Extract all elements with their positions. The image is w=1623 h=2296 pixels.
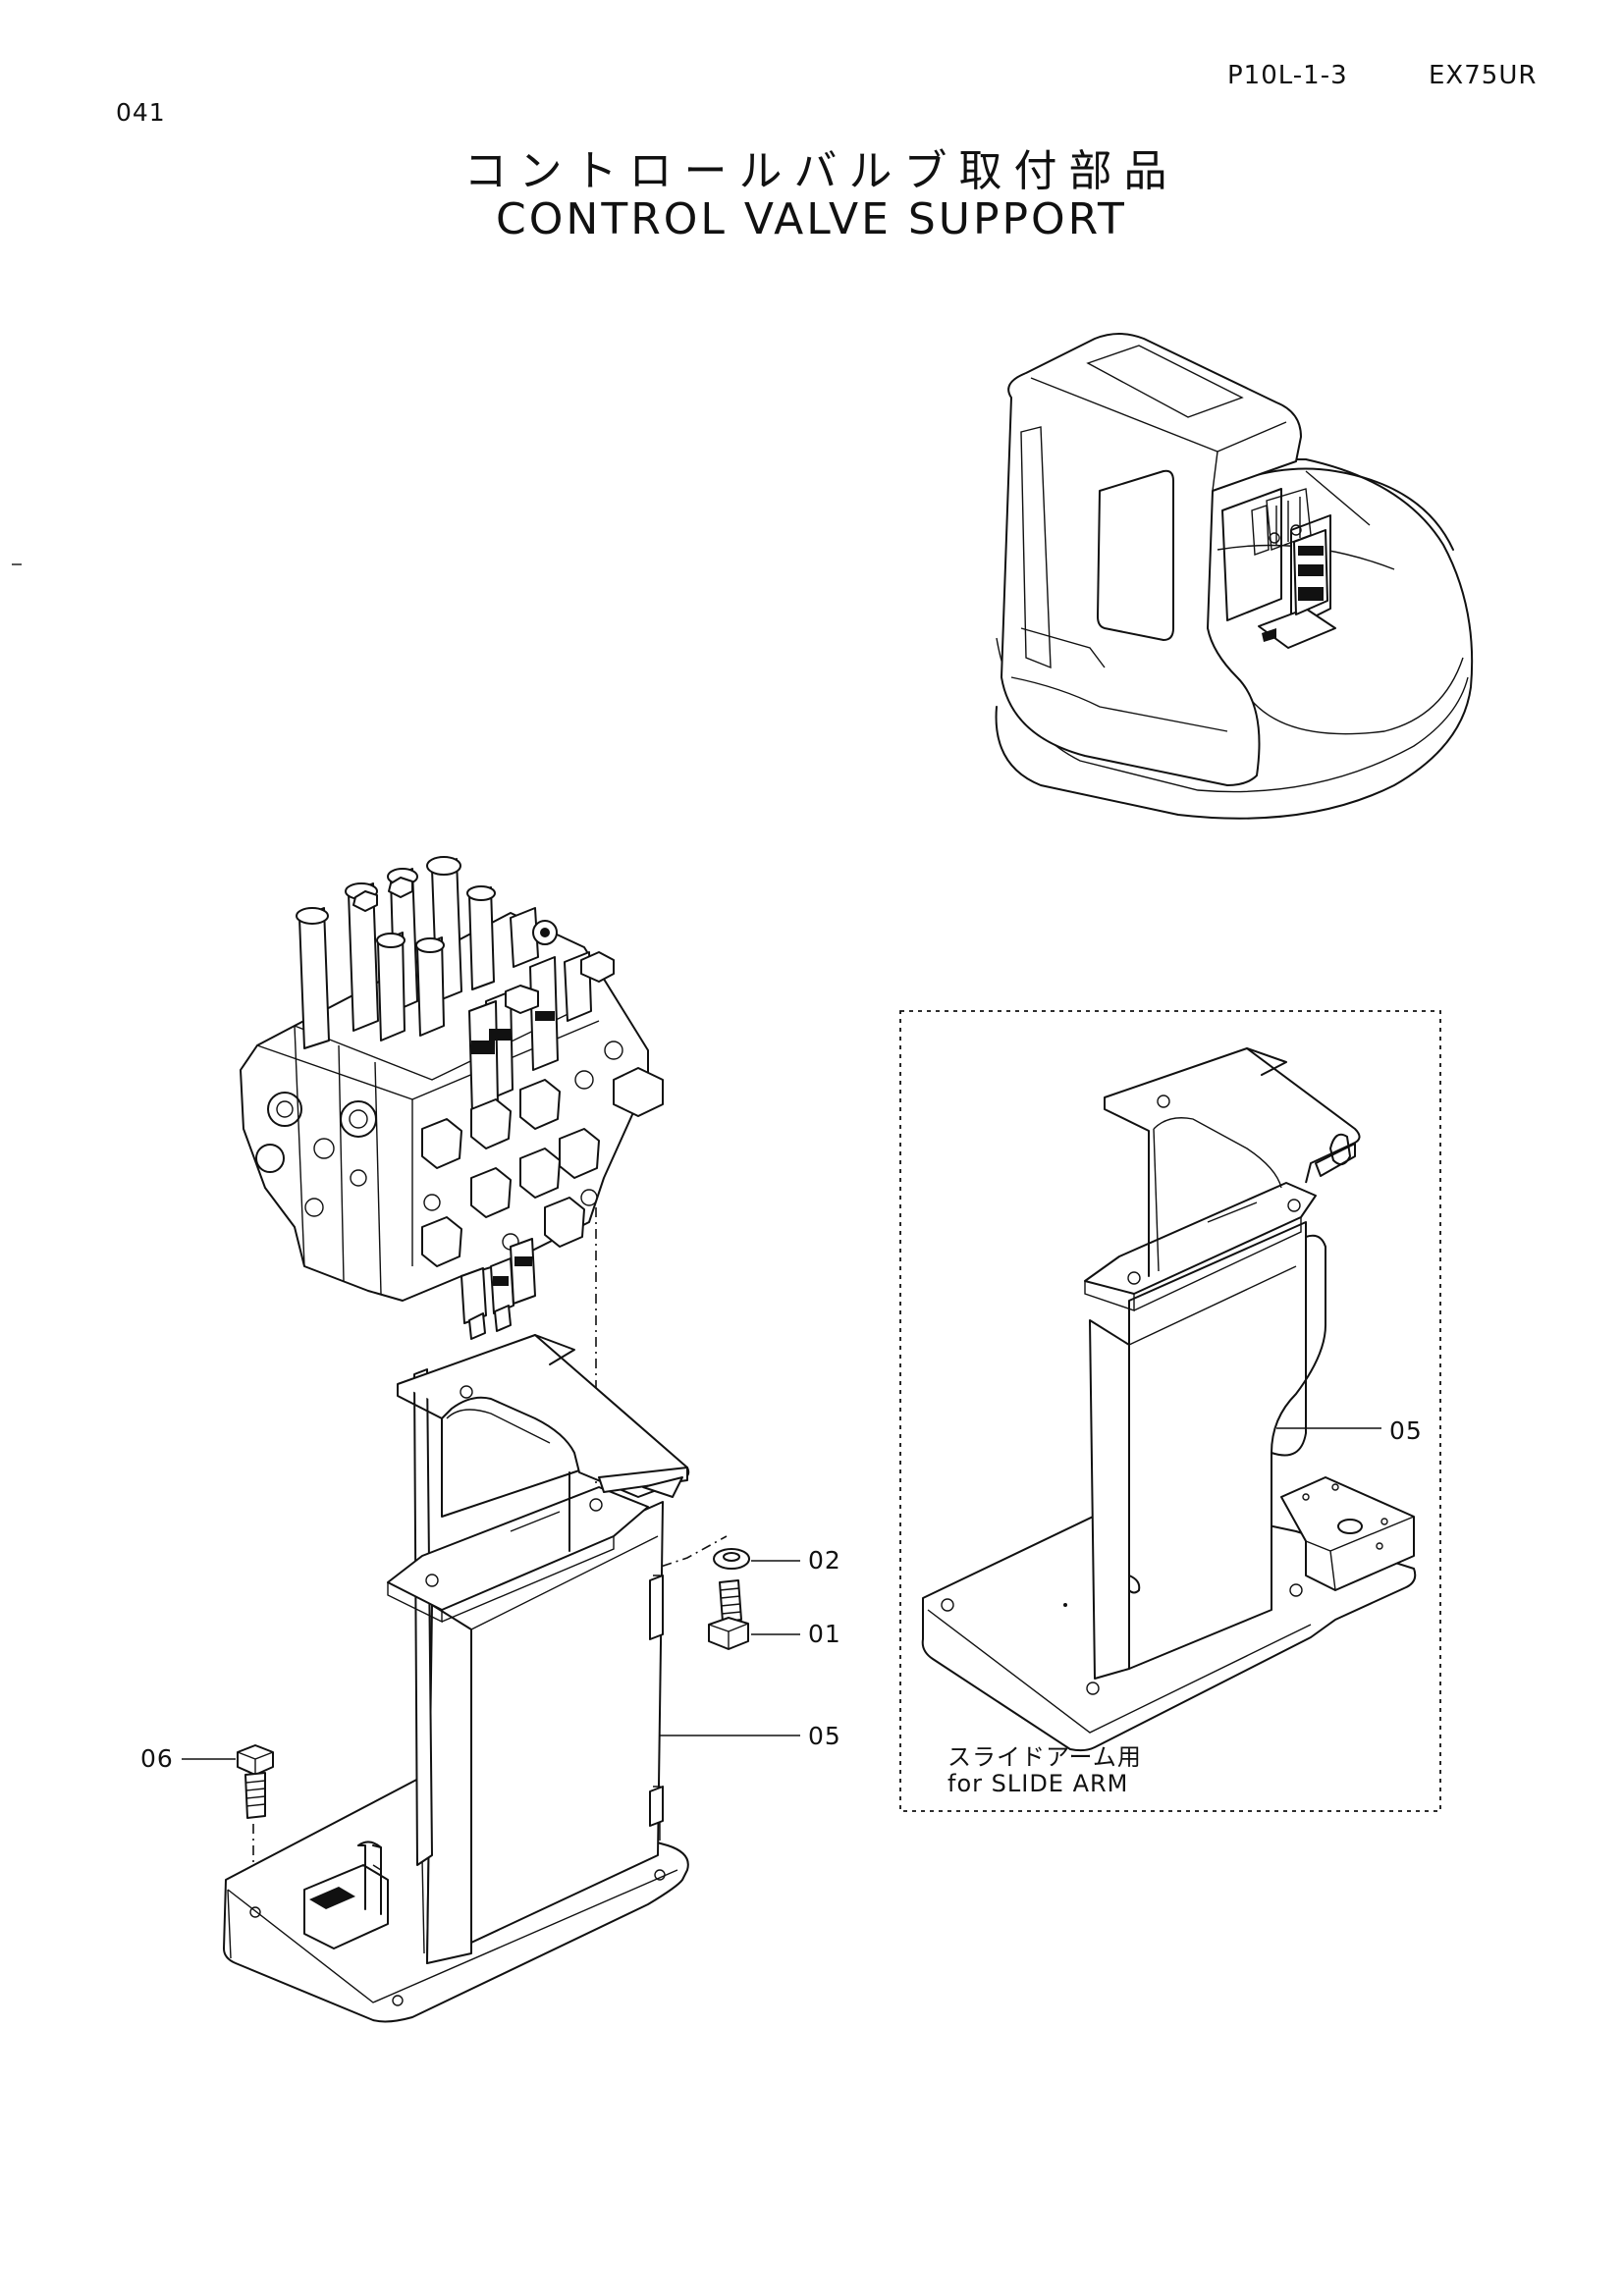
support-bracket-slide-arm: [921, 1047, 1417, 1752]
inset-caption-english: for SLIDE ARM: [947, 1770, 1129, 1797]
reference-code: P10L-1-3: [1227, 61, 1348, 90]
washer-part-02: [713, 1548, 750, 1570]
inset-caption-japanese: スライドアーム用: [947, 1743, 1142, 1771]
callout-label-06: 06: [140, 1744, 174, 1773]
control-valve-illustration: [240, 856, 664, 1340]
excavator-overview-illustration: [995, 333, 1474, 820]
callout-label-02: 02: [808, 1546, 841, 1575]
slide-arm-inset-frame: [899, 1010, 1441, 1812]
bolt-part-01: [708, 1579, 749, 1650]
model-name: EX75UR: [1429, 61, 1538, 90]
support-bracket-main: [223, 1334, 690, 2023]
callout-label-05-inset: 05: [1389, 1416, 1423, 1445]
title-english: CONTROL VALVE SUPPORT: [496, 194, 1127, 244]
callout-label-01: 01: [808, 1620, 841, 1648]
page-number: 041: [116, 98, 166, 127]
callout-label-05-main: 05: [808, 1722, 841, 1750]
title-japanese: コントロールバルブ取付部品: [463, 146, 1179, 196]
bolt-part-06: [237, 1744, 274, 1819]
